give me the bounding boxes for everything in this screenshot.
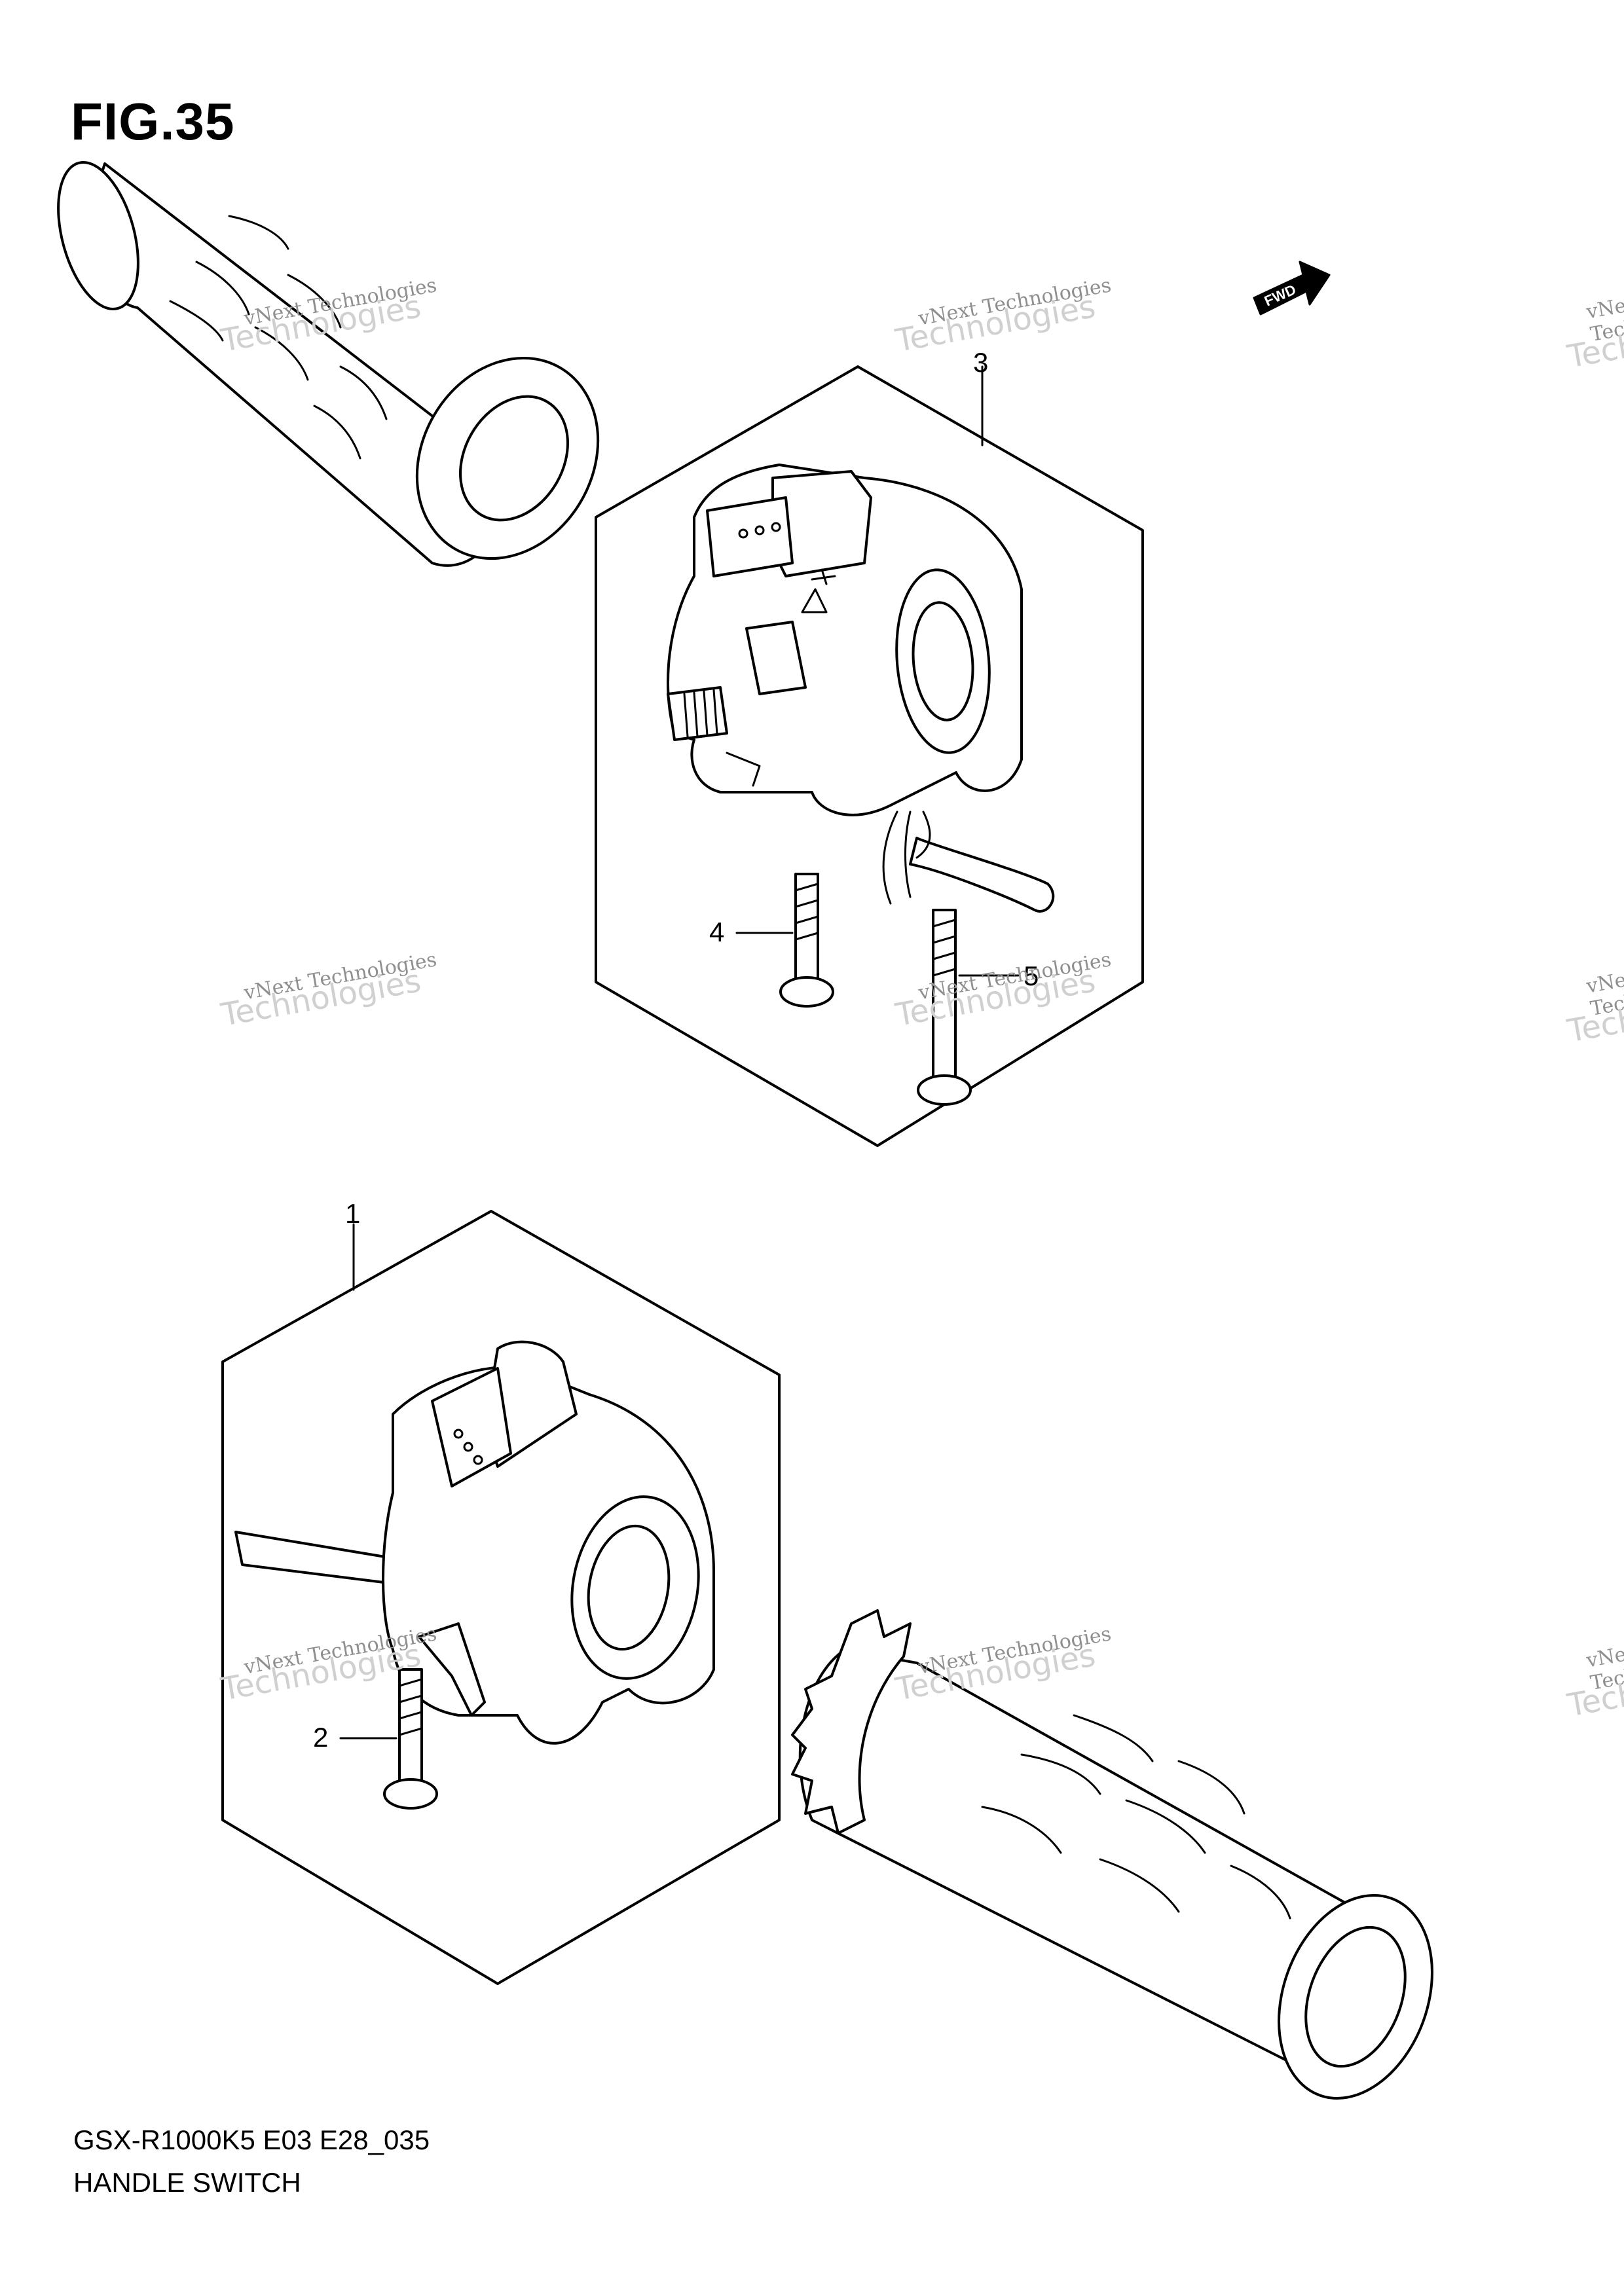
diagram-caption: HANDLE SWITCH <box>73 2167 301 2198</box>
callout-2: 2 <box>313 1722 328 1753</box>
left-grip[interactable] <box>44 154 633 592</box>
left-handle-switch[interactable] <box>234 1340 715 1745</box>
figure-title: FIG.35 <box>71 92 235 151</box>
callout-5: 5 <box>1024 960 1039 991</box>
screw-2[interactable] <box>339 1668 438 1810</box>
fwd-arrow-icon: FWD <box>1253 261 1331 316</box>
model-code: GSX-R1000K5 E03 E28_035 <box>73 2124 430 2155</box>
callout-1: 1 <box>345 1198 360 1229</box>
callout-4: 4 <box>709 917 724 947</box>
assembly-1-frame <box>221 1210 781 1985</box>
right-grip[interactable] <box>791 1609 1459 2120</box>
assembly-3-frame <box>595 365 1144 1147</box>
screw-5[interactable] <box>917 909 1020 1106</box>
screw-4[interactable] <box>735 873 834 1008</box>
right-handle-switch[interactable] <box>667 464 1055 913</box>
callout-3: 3 <box>973 347 988 378</box>
